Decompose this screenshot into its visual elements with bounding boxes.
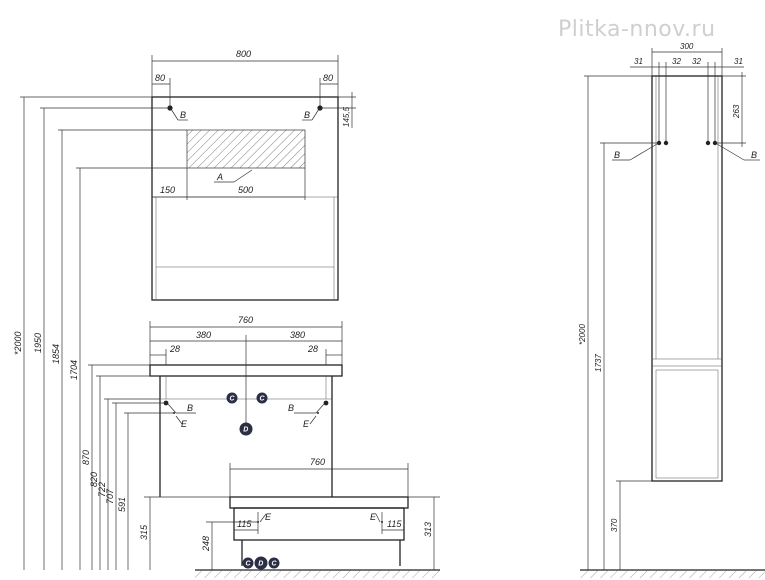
- lower-width-label: 760: [310, 457, 325, 467]
- mirror-shelf-offset-label: 150: [160, 185, 175, 195]
- vanity-width-label: 760: [238, 315, 253, 325]
- column-hole-4: [712, 140, 718, 146]
- svg-text:C: C: [260, 396, 266, 403]
- vanity-e-label-right: E: [303, 419, 310, 429]
- height-1704-label: 1704: [69, 360, 79, 380]
- column-height-mount-label: 1737: [594, 354, 603, 372]
- mirror-hole-label-right: B: [304, 110, 310, 120]
- column-gap-right-label: 32: [692, 57, 701, 66]
- mirror-shelf-width-label: 500: [238, 185, 253, 195]
- column-outline: [651, 75, 723, 482]
- vanity-hole-label-left: B: [187, 403, 193, 413]
- floor-left: [195, 569, 440, 578]
- vanity-half-left-label: 380: [196, 330, 211, 340]
- vanity-hole-right: [323, 400, 329, 406]
- column-width-label: 300: [680, 42, 694, 51]
- mirror-hole-label-left: B: [180, 110, 186, 120]
- vanity-e-label-left: E: [181, 419, 188, 429]
- lower-cabinet: 760 115 115 E E 313: [229, 457, 440, 570]
- svg-text:D: D: [243, 427, 248, 434]
- floor-badge-c-right: C: [268, 557, 280, 569]
- height-2000-label: *2000: [13, 331, 23, 355]
- vanity-edge-right-label: 28: [307, 344, 318, 354]
- column-gap-left-label: 32: [672, 57, 681, 66]
- height-1950-label: 1950: [33, 333, 43, 353]
- column-hole-2: [663, 140, 669, 146]
- height-870-label: 870: [81, 450, 91, 465]
- lower-e-label-left: E: [265, 512, 272, 522]
- badge-d: D: [239, 422, 253, 436]
- column-edge-left-label: 31: [634, 57, 643, 66]
- svg-text:D: D: [258, 561, 263, 568]
- vanity-edge-left-label: 28: [169, 344, 180, 354]
- watermark-text: Plitka-nnov.ru: [558, 17, 716, 42]
- svg-text:C: C: [230, 396, 236, 403]
- height-1854-label: 1854: [51, 344, 61, 364]
- height-707-label: 707: [105, 488, 115, 504]
- lower-cabinet-body: [233, 507, 405, 541]
- vanity-hole-label-right: B: [288, 403, 294, 413]
- svg-text:C: C: [246, 561, 252, 568]
- column-edge-right-label: 31: [734, 57, 743, 66]
- height-dimensions: *2000 1950 1854 1704 870 820 722 707 591…: [13, 96, 258, 570]
- mirror-width-label: 800: [236, 49, 251, 59]
- floor-right: [580, 569, 765, 578]
- column-height-total-label: *2000: [578, 324, 587, 345]
- lower-cabinet-top: [229, 496, 409, 509]
- badge-c-right: C: [256, 392, 268, 404]
- height-315-label: 315: [139, 524, 149, 540]
- height-820-label: 820: [89, 472, 99, 487]
- column-cabinet: 300 31 32 32 31 263 B B *2000 1737: [578, 42, 760, 570]
- mirror-cabinet: 800 80 80 145,5 B B 150 500 A: [151, 49, 356, 301]
- height-248-label: 248: [201, 536, 211, 552]
- mirror-outline: [151, 96, 339, 301]
- lower-e-label-right: E: [370, 512, 377, 522]
- hatched-shelf-area: [186, 129, 306, 169]
- column-top-offset-label: 263: [732, 104, 741, 119]
- mirror-left-offset-label: 80: [155, 73, 165, 83]
- floor-badge-d: D: [254, 556, 268, 570]
- hatch-label-a: A: [216, 172, 223, 182]
- column-hole-label-left: B: [614, 150, 620, 160]
- column-hole-label-right: B: [751, 150, 757, 160]
- vanity-half-right-label: 380: [290, 330, 305, 340]
- badge-c-left: C: [226, 392, 238, 404]
- vanity-cabinet: 760 380 380 28 28 B B E E C: [149, 315, 343, 497]
- svg-text:C: C: [272, 561, 278, 568]
- column-height-floor-label: 370: [610, 518, 619, 532]
- lower-left-offset-label: 115: [237, 519, 252, 529]
- lower-height-label: 313: [423, 522, 433, 537]
- mirror-height-offset-label: 145,5: [342, 106, 351, 127]
- height-722-label: 722: [97, 482, 107, 497]
- height-591-label: 591: [117, 497, 127, 512]
- floor-badge-c-left: C: [242, 557, 254, 569]
- mirror-right-offset-label: 80: [323, 73, 333, 83]
- column-hole-3: [705, 140, 711, 146]
- lower-right-offset-label: 115: [387, 519, 402, 529]
